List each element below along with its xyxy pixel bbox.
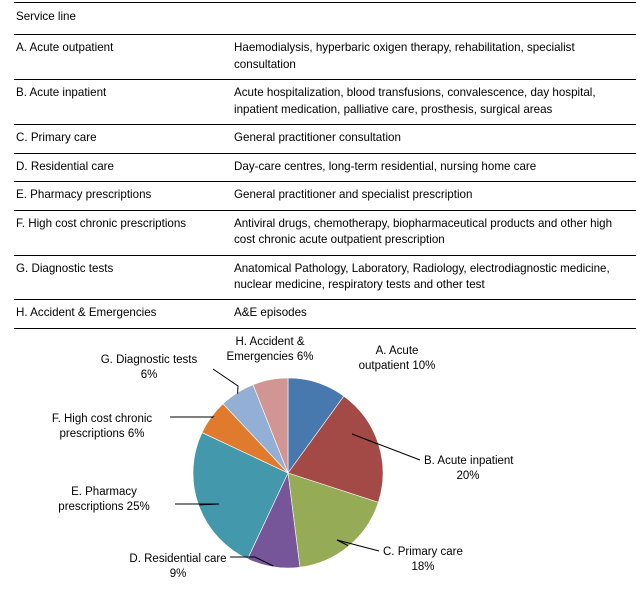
row-desc-a: Haemodialysis, hyperbaric oxigen therapy… [232, 34, 636, 81]
row-desc-c: General practitioner consultation [232, 124, 636, 154]
table-body: Service line A. Acute outpatient Haemodi… [14, 1, 636, 329]
table-header-service-line: Service line [14, 1, 232, 36]
pie-label-g-line1: G. Diagnostic tests [101, 354, 198, 366]
row-name-g: G. Diagnostic tests [14, 254, 232, 301]
pie-label-d-line1: D. Residential care [129, 553, 226, 565]
table-row: C. Primary care General practitioner con… [14, 124, 636, 154]
table-header-description [232, 1, 636, 36]
row-name-f: F. High cost chronic prescriptions [14, 209, 232, 256]
table-row: A. Acute outpatient Haemodialysis, hyper… [14, 34, 636, 81]
row-desc-d: Day-care centres, long-term residential,… [232, 152, 636, 183]
pie-label-e-line2: prescriptions 25% [58, 501, 149, 513]
pie-label-f-line1: F. High cost chronic [52, 413, 153, 425]
row-name-h: H. Accident & Emergencies [14, 299, 232, 329]
pie-label-e-line1: E. Pharmacy [71, 486, 137, 498]
service-line-pie-chart: A. Acute outpatient 10% B. Acute inpatie… [0, 312, 640, 594]
table-row: E. Pharmacy prescriptions General practi… [14, 181, 636, 211]
row-desc-e: General practitioner and specialist pres… [232, 181, 636, 211]
pie-label-c-line2: 18% [411, 561, 434, 573]
pie-label-d-line2: 9% [170, 568, 187, 580]
pie-label-a-line1: A. Acute [376, 345, 419, 357]
row-desc-f: Antiviral drugs, chemotherapy, biopharma… [232, 209, 636, 256]
pie-leader-line-b [351, 433, 421, 461]
pie-leader-line-g [212, 368, 239, 394]
row-desc-b: Acute hospitalization, blood transfusion… [232, 79, 636, 126]
pie-slice-c[interactable] [287, 472, 379, 568]
pie-slice-h[interactable] [252, 377, 289, 474]
pie-label-a-line2: outpatient 10% [359, 360, 436, 372]
row-name-e: E. Pharmacy prescriptions [14, 181, 232, 211]
pie-label-h-line2: Emergencies 6% [227, 351, 314, 363]
pie-label-h-line1: H. Accident & [235, 336, 304, 348]
table-row: D. Residential care Day-care centres, lo… [14, 152, 636, 183]
service-line-table: Service line A. Acute outpatient Haemodi… [14, 1, 636, 329]
pie-leader-line-e [175, 503, 220, 506]
table-header-row: Service line [14, 1, 636, 36]
row-name-d: D. Residential care [14, 152, 232, 183]
pie-label-b-line2: 20% [456, 470, 479, 482]
row-desc-g: Anatomical Pathology, Laboratory, Radiol… [232, 254, 636, 301]
row-desc-h: A&E episodes [232, 299, 636, 329]
table-row: F. High cost chronic prescriptions Antiv… [14, 209, 636, 256]
service-line-table-container: Service line A. Acute outpatient Haemodi… [14, 1, 636, 329]
row-name-c: C. Primary care [14, 124, 232, 154]
pie-leader-line-c [336, 539, 380, 552]
pie-leader-line-d [230, 556, 274, 567]
pie-label-b-line1: B. Acute inpatient [424, 455, 514, 467]
table-row: H. Accident & Emergencies A&E episodes [14, 299, 636, 329]
pie-leader-lines-group [170, 368, 421, 567]
pie-label-c-line1: C. Primary care [383, 546, 463, 558]
table-row: B. Acute inpatient Acute hospitalization… [14, 79, 636, 126]
pie-leader-line-f [170, 416, 215, 419]
pie-slice-e[interactable] [192, 432, 289, 560]
pie-chart-svg: A. Acute outpatient 10% B. Acute inpatie… [52, 336, 514, 580]
row-name-a: A. Acute outpatient [14, 34, 232, 81]
row-name-b: B. Acute inpatient [14, 79, 232, 126]
pie-slices-group [192, 377, 384, 569]
pie-label-f-line2: prescriptions 6% [59, 428, 144, 440]
pie-label-g-line2: 6% [141, 369, 158, 381]
table-row: G. Diagnostic tests Anatomical Pathology… [14, 254, 636, 301]
